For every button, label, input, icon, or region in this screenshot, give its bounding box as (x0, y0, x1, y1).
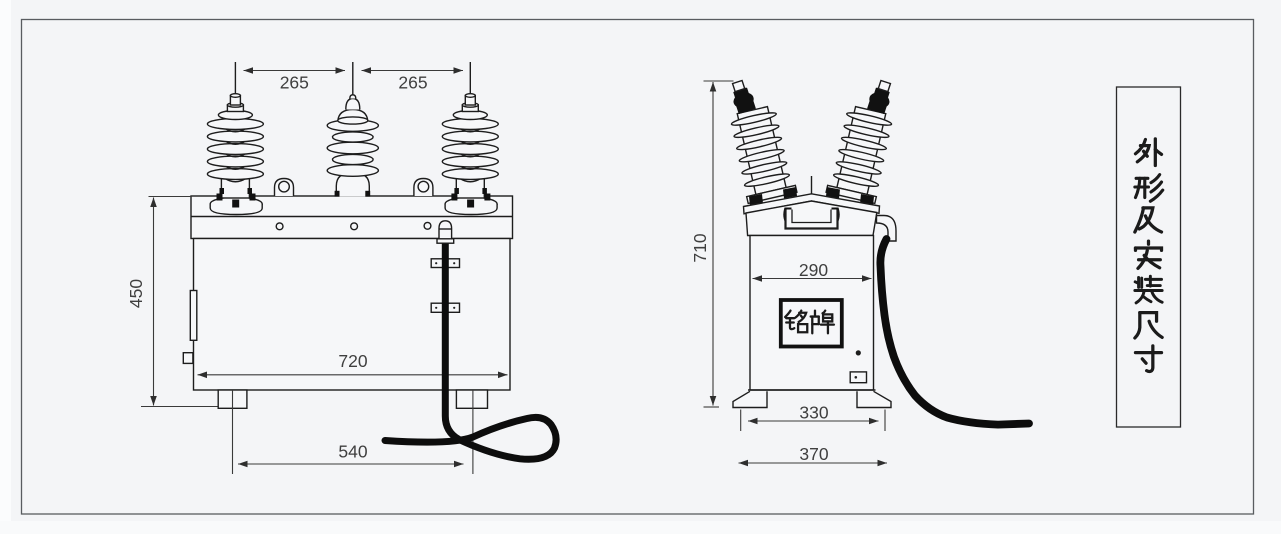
svg-text:265: 265 (280, 73, 309, 93)
svg-text:450: 450 (126, 279, 146, 308)
svg-text:370: 370 (799, 444, 828, 464)
svg-text:540: 540 (338, 442, 367, 462)
svg-text:720: 720 (338, 351, 367, 371)
svg-text:710: 710 (690, 233, 710, 262)
svg-text:330: 330 (799, 403, 828, 423)
svg-text:290: 290 (799, 260, 828, 280)
svg-text:265: 265 (398, 73, 427, 93)
